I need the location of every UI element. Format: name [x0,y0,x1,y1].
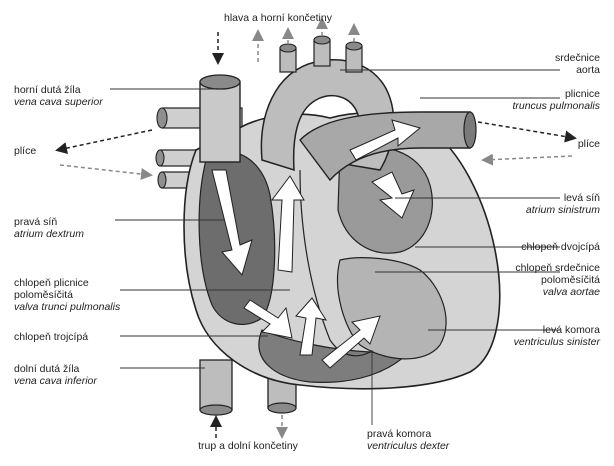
label-valva-aortae-latin: valva aortae [515,286,600,298]
label-valva-tricuspid: chlopeň trojcípá [14,331,88,343]
label-lungs-left: plíce [14,145,36,157]
label-atrium-sinistrum-latin: atrium sinistrum [526,204,600,216]
label-atrium-sinistrum-czech: levá síň [526,192,600,204]
label-truncus-latin: truncus pulmonalis [512,100,600,112]
label-ventriculus-sinister-latin: ventriculus sinister [514,336,600,348]
label-vena-cava-inferior: dolní dutá žíla vena cava inferior [14,363,97,387]
label-valva-trunci-latin: valva trunci pulmonalis [14,301,120,313]
label-aorta: srdečnice aorta [555,52,600,76]
label-valva-trunci-czech-2: poloměsíčitá [14,289,120,301]
label-ventriculus-sinister: levá komora ventriculus sinister [514,324,600,348]
label-valva-aortae-czech-1: chlopeň srdečnice [515,262,600,274]
label-aorta-czech-2: aorta [555,64,600,76]
label-aorta-czech-1: srdečnice [555,52,600,64]
label-valva-trunci: chlopeň plicnice poloměsíčitá valva trun… [14,277,120,313]
label-vena-cava-superior-czech: horní dutá žíla [14,84,103,96]
label-ventriculus-dexter-czech: pravá komora [367,428,449,440]
label-vena-cava-inferior-czech: dolní dutá žíla [14,363,97,375]
label-trunk-and-legs-text: trup a dolní končetiny [188,440,308,452]
label-trunk-and-legs: trup a dolní končetiny [188,440,308,452]
label-ventriculus-dexter-latin: ventriculus dexter [367,440,449,452]
label-valva-aortae-czech-2: poloměsíčitá [515,274,600,286]
label-ventriculus-dexter: pravá komora ventriculus dexter [367,428,449,452]
label-valva-tricuspid-text: chlopeň trojcípá [14,331,88,343]
aorta-branches [280,36,362,72]
label-lungs-right: plíce [578,138,600,150]
label-head-and-arms: hlava a horní končetiny [188,12,368,24]
label-vena-cava-inferior-latin: vena cava inferior [14,375,97,387]
label-atrium-dextrum: pravá síň atrium dextrum [14,216,84,240]
label-ventriculus-sinister-czech: levá komora [514,324,600,336]
label-truncus-czech: plicnice [512,88,600,100]
label-atrium-dextrum-czech: pravá síň [14,216,84,228]
label-valva-trunci-czech-1: chlopeň plicnice [14,277,120,289]
label-valva-aortae: chlopeň srdečnice poloměsíčitá valva aor… [515,262,600,298]
label-truncus: plicnice truncus pulmonalis [512,88,600,112]
label-atrium-dextrum-latin: atrium dextrum [14,228,84,240]
label-lungs-right-text: plíce [578,138,600,150]
label-vena-cava-superior: horní dutá žíla vena cava superior [14,84,103,108]
label-atrium-sinistrum: levá síň atrium sinistrum [526,192,600,216]
label-valva-mitral: chlopeň dvojcípá [521,241,600,253]
superior-vena-cava [200,75,240,162]
label-head-and-arms-text: hlava a horní končetiny [188,12,368,24]
label-lungs-left-text: plíce [14,145,36,157]
label-valva-mitral-text: chlopeň dvojcípá [521,241,600,253]
label-vena-cava-superior-latin: vena cava superior [14,96,103,108]
